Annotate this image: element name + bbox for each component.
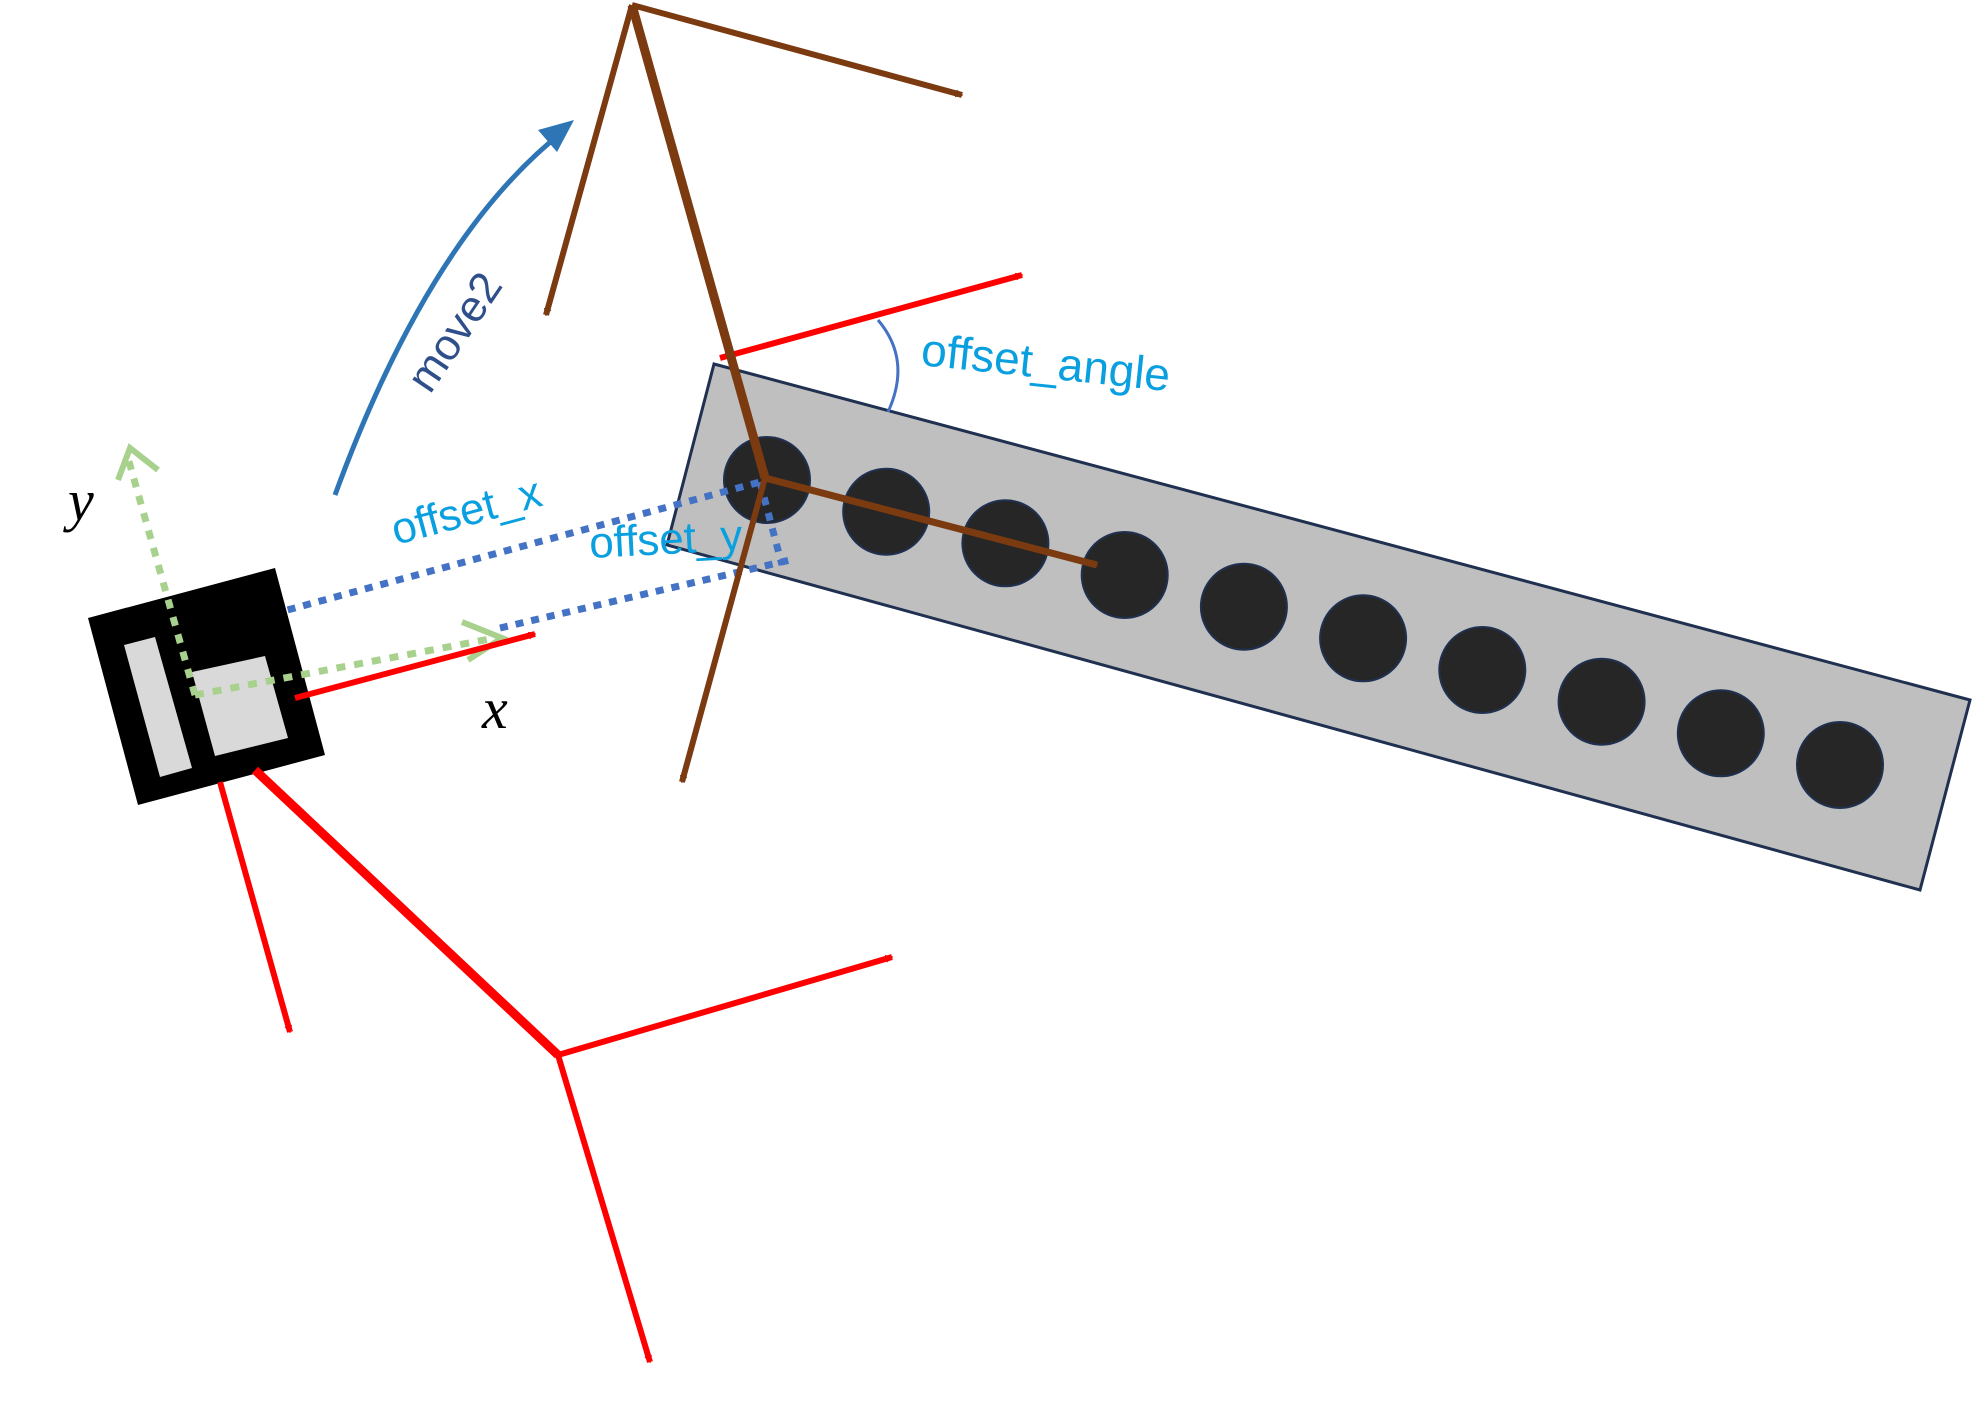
tray-holes [723, 436, 1884, 809]
marker-y-axis-dotted [124, 457, 199, 696]
tray-hole [1080, 531, 1169, 619]
tray-frame-x-axis [764, 474, 1097, 569]
tray-body [665, 362, 1972, 892]
offset-y-end-line [756, 481, 786, 566]
top-frame-x-axis [631, 2, 962, 98]
marker-local-axes [115, 443, 509, 699]
axis-y-label: y [63, 468, 94, 533]
tray-hole [1796, 721, 1884, 809]
offset-angle-label: offset_angle [919, 323, 1173, 401]
marker-y-arrowhead [115, 443, 160, 482]
base-frame-y-axis [555, 1054, 653, 1362]
tray-hole [1676, 689, 1765, 778]
camera-marker [88, 568, 325, 805]
tray-hole [1319, 594, 1408, 683]
marker-x-arrowhead [460, 619, 509, 663]
tray-hole [1438, 626, 1527, 714]
move-arc [332, 120, 574, 496]
base-frame-x-axis [557, 954, 892, 1058]
brown-frames [543, 2, 1097, 782]
marker-right-block [192, 656, 288, 756]
offset-y-label: offset_y [588, 511, 744, 568]
tray [665, 362, 1972, 892]
camera-frame-y-axis [217, 781, 293, 1032]
offset-x-guide-line [194, 478, 761, 639]
tray-frame-y-axis [679, 477, 768, 782]
move-arc-arrowhead [538, 120, 574, 152]
marker-left-block [124, 637, 192, 777]
move-arc-path [332, 128, 567, 496]
offset-guides [194, 478, 791, 639]
camera-to-base-link [251, 766, 562, 1059]
marker-x-axis-dotted [194, 634, 496, 699]
move-label: move2 [398, 264, 512, 401]
top-to-tray-link [627, 3, 770, 480]
offset-y-guide-line [499, 556, 791, 632]
camera-frame-x-axis [294, 631, 535, 701]
red-frames [217, 272, 1022, 1362]
top-frame-y-axis [543, 4, 635, 315]
tray-hole [1199, 562, 1288, 651]
tray-reference-x-axis [719, 272, 1022, 361]
offset-x-label: offset_x [386, 468, 547, 555]
axis-x-label: x [481, 676, 508, 741]
tray-hole [1557, 657, 1646, 746]
offset-angle-arc [876, 319, 900, 413]
